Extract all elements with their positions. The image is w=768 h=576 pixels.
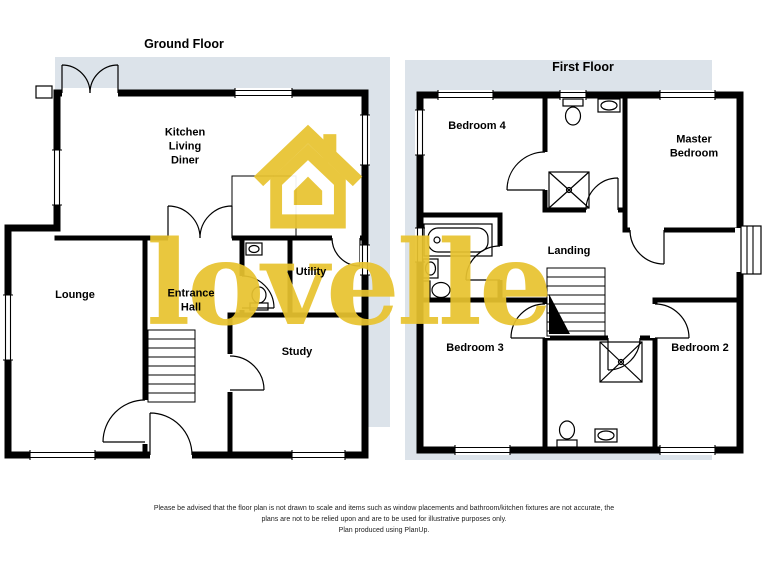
room-label-master-bedroom: Master Bedroom (669, 133, 719, 159)
room-label-bedroom-3: Bedroom 3 (446, 342, 504, 355)
room-label-utility: Utility (295, 266, 327, 279)
disclaimer-text: Please be advised that the floor plan is… (153, 505, 615, 535)
ground-exterior-wall (4, 89, 369, 459)
sink-icon (597, 98, 621, 113)
toilet-icon (422, 280, 451, 300)
meter-box (35, 85, 53, 99)
toilet-icon (556, 420, 578, 448)
bathtub-icon (423, 223, 493, 257)
sink-icon (594, 428, 618, 443)
stairs-first (546, 267, 606, 337)
ground-floor-title: Ground Floor (144, 37, 224, 52)
stairs-ground (147, 329, 196, 403)
windows (3, 88, 762, 460)
room-label-lounge: Lounge (55, 289, 95, 302)
toilet-icon (249, 286, 269, 311)
room-label-bedroom-4: Bedroom 4 (448, 120, 506, 133)
sink-icon (245, 242, 263, 256)
room-label-landing: Landing (547, 245, 591, 258)
first-floor-footprint (420, 95, 740, 450)
room-label-kitchen-living-diner: Kitchen Living Diner (164, 126, 206, 166)
shower-icon (548, 171, 590, 209)
sink-icon (422, 258, 439, 279)
room-label-bedroom-2: Bedroom 2 (671, 342, 729, 355)
toilet-icon (562, 98, 584, 126)
first-floor-title: First Floor (552, 60, 614, 75)
shower-icon (599, 341, 643, 383)
room-label-entrance-hall: Entrance Hall (167, 287, 215, 313)
room-label-study: Study (281, 346, 313, 359)
first-fixtures (422, 98, 643, 448)
